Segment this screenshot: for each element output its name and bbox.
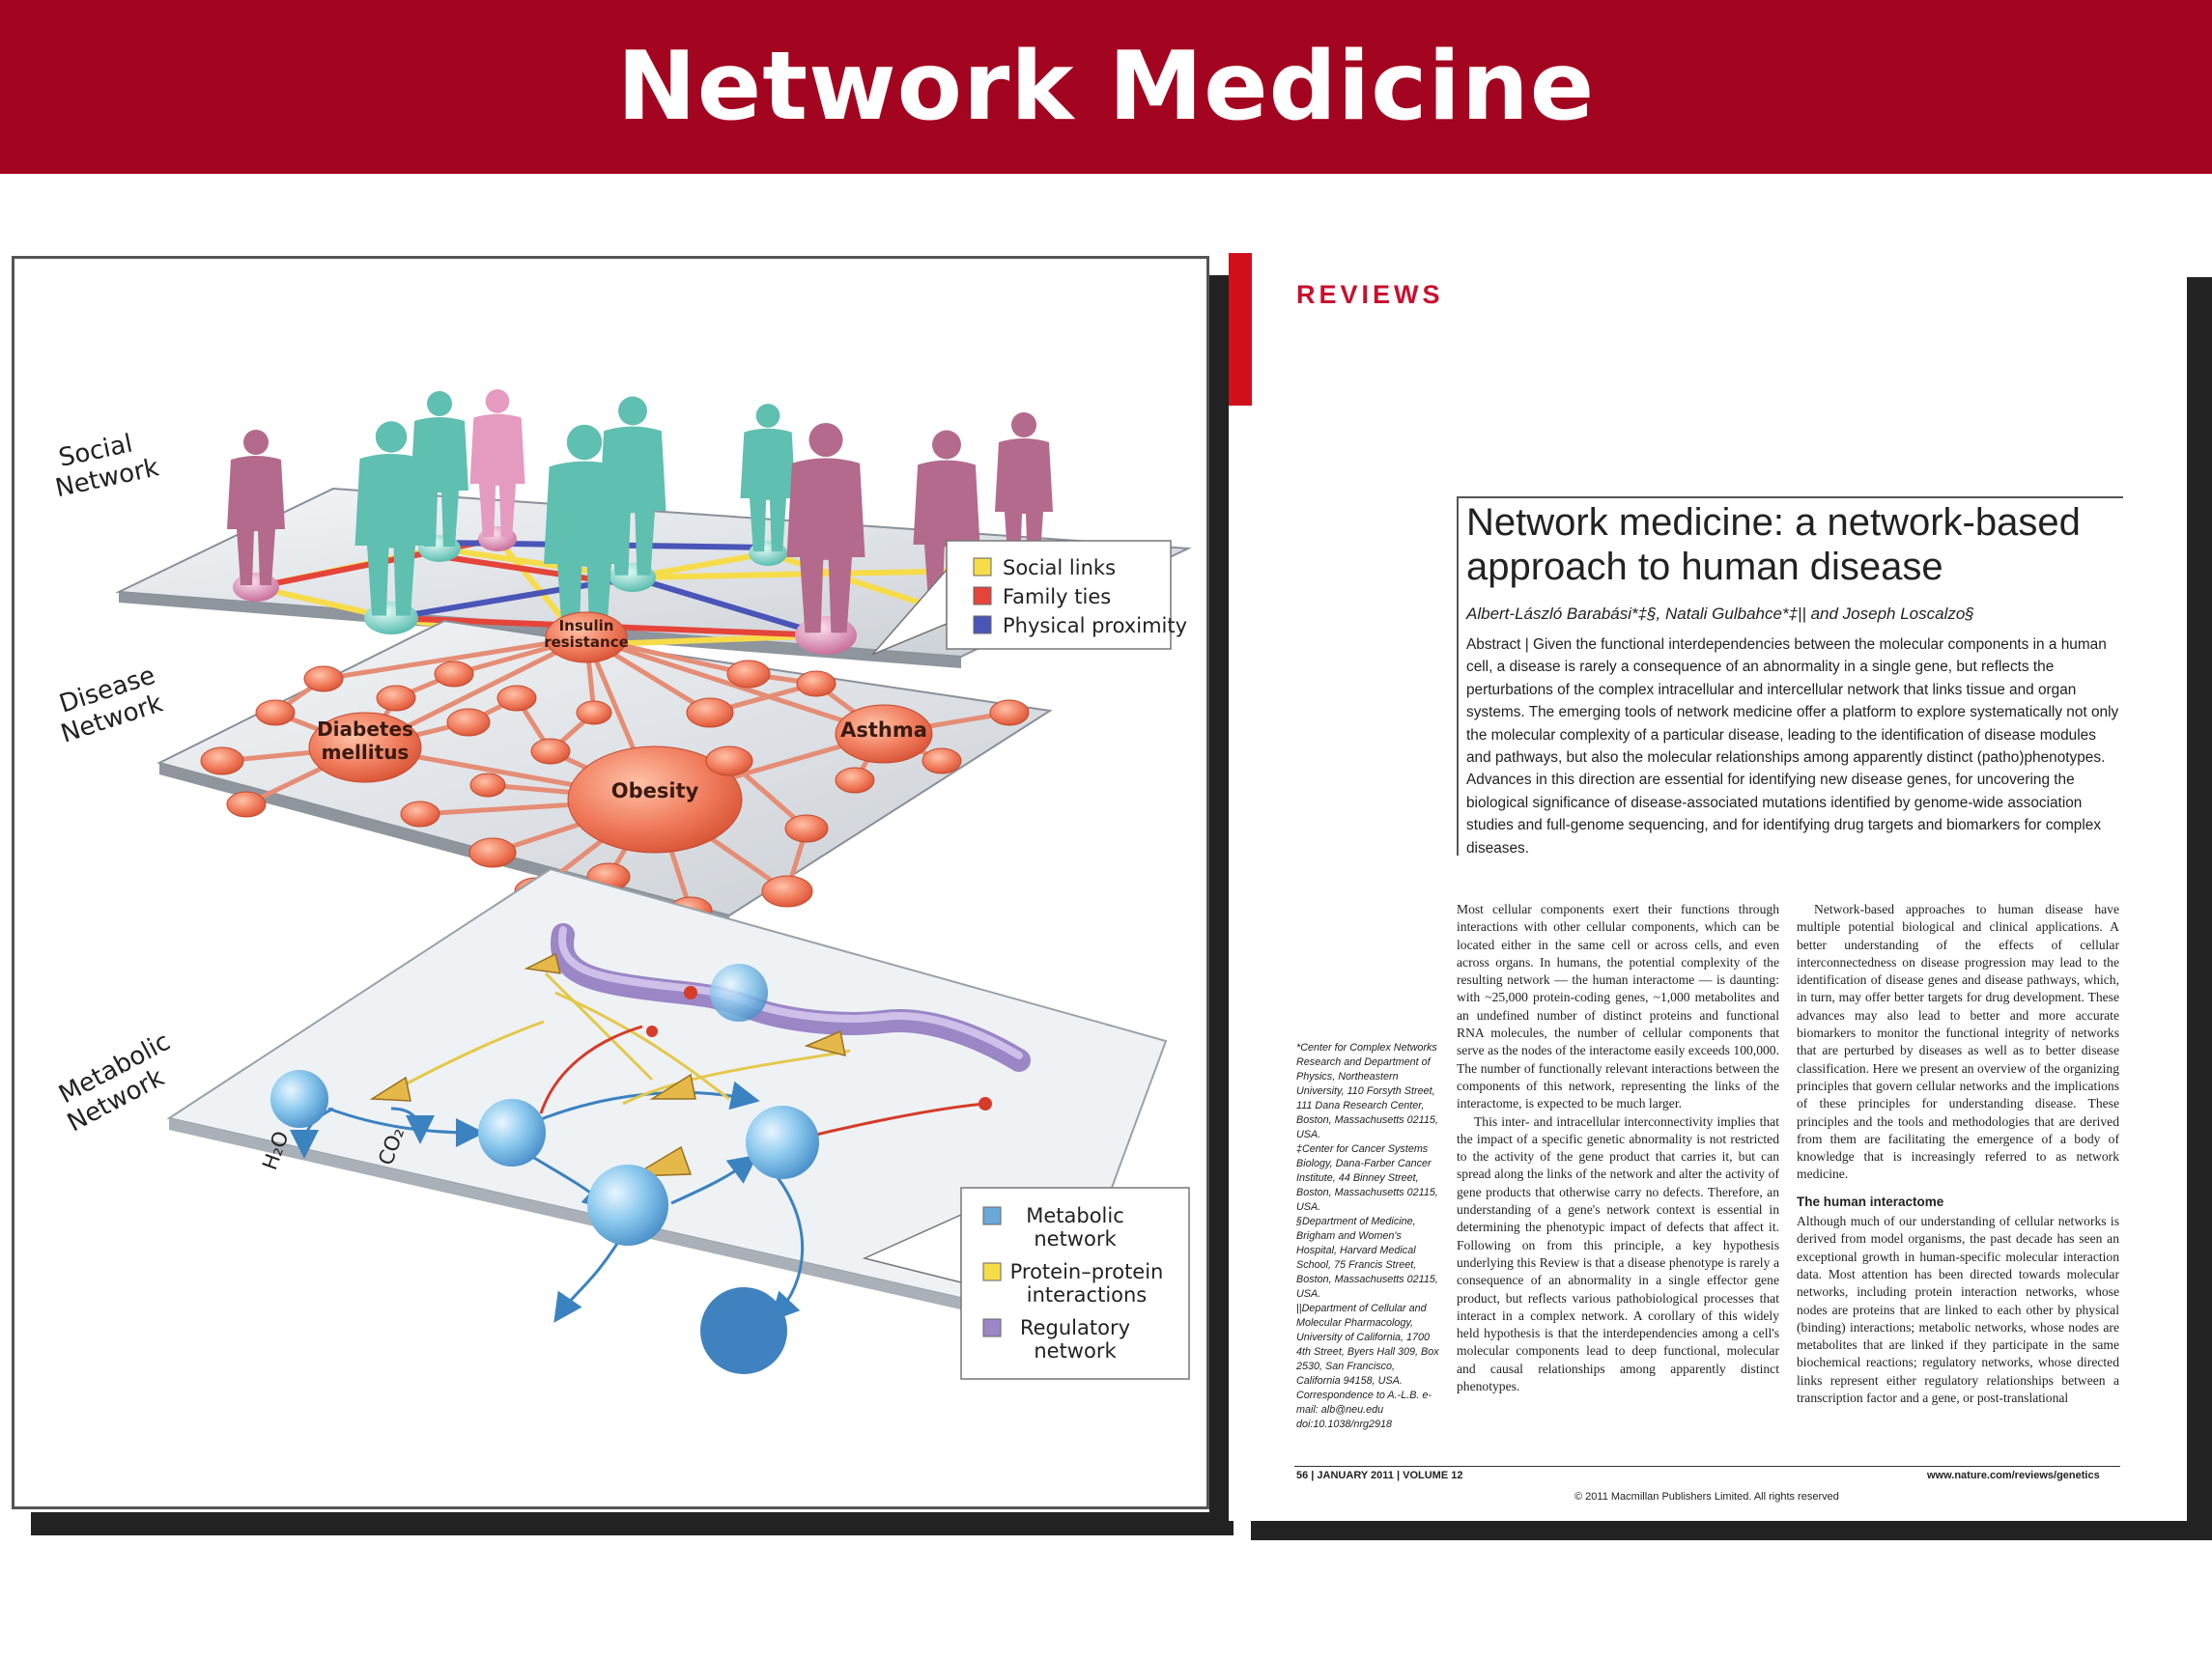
legend-swatch-proximity — [973, 615, 992, 634]
disease-node — [835, 704, 933, 764]
protein-interactions — [369, 952, 846, 1177]
person-icon — [227, 430, 285, 585]
social-legend: Social links Family ties Physical proxim… — [871, 540, 1187, 656]
disease-node — [530, 738, 571, 765]
disease-node — [446, 708, 491, 737]
disease-node — [434, 661, 474, 688]
disease-labels: Insulin resistance Diabetes mellitus Ast… — [317, 617, 927, 802]
svg-text:Physical proximity: Physical proximity — [1003, 614, 1187, 637]
svg-text:network: network — [1034, 1227, 1117, 1251]
svg-text:mellitus: mellitus — [322, 741, 410, 764]
legend-swatch-metabolic — [982, 1206, 1002, 1225]
section-heading: The human interactome — [1797, 1194, 1944, 1209]
disease-node — [226, 791, 267, 818]
disease-node — [922, 747, 962, 774]
body-column-1: Most cellular components exert their fun… — [1457, 902, 1779, 1394]
disease-node — [835, 767, 875, 794]
title-rule — [1457, 496, 2123, 498]
disease-node — [308, 712, 422, 783]
article-authors: Albert-László Barabási*‡§, Natali Gulbah… — [1466, 605, 1974, 623]
person-icon — [354, 421, 428, 616]
svg-text:Asthma: Asthma — [840, 718, 927, 742]
social-plate-edge — [119, 592, 961, 668]
disease-link — [323, 634, 587, 682]
legend-swatch-social — [973, 557, 992, 576]
disease-node — [796, 670, 837, 697]
paper-shadow-side — [2187, 277, 2212, 1540]
disease-network-label: Disease Network — [56, 661, 166, 749]
people — [227, 389, 1053, 643]
disease-node — [576, 700, 612, 725]
page-footer-issue: 56 | JANUARY 2011 | VOLUME 12 — [1296, 1470, 1463, 1481]
affiliations: *Center for Complex Networks Research an… — [1296, 1042, 1439, 1430]
paper-page — [1229, 253, 2187, 1521]
disease-node — [303, 665, 344, 692]
social-network-label: Social Network — [53, 429, 161, 503]
disease-node — [200, 746, 244, 775]
person-icon — [995, 412, 1053, 568]
disease-node — [726, 660, 771, 689]
disease-link — [585, 634, 885, 737]
network-figure: Social Network Social links Family ties … — [12, 256, 1209, 1509]
disease-node — [496, 685, 537, 712]
svg-text:Social links: Social links — [1003, 556, 1116, 579]
body-column-2: Network-based approaches to human diseas… — [1797, 902, 2119, 1406]
disease-node — [469, 773, 506, 798]
paper-shadow — [1251, 1521, 2193, 1540]
person-icon — [740, 404, 796, 552]
disease-node — [989, 699, 1030, 726]
svg-text:Metabolic: Metabolic — [1026, 1204, 1124, 1227]
disease-nodes — [200, 611, 1030, 925]
svg-text:Protein–protein: Protein–protein — [1010, 1260, 1164, 1283]
title-banner — [0, 0, 2212, 174]
disease-node — [545, 611, 628, 663]
svg-text:interactions: interactions — [1027, 1283, 1148, 1307]
disease-node — [376, 685, 416, 712]
metabolites — [270, 964, 992, 1374]
slide-title: Network Medicine — [616, 32, 1596, 142]
disease-node — [400, 801, 440, 828]
svg-text:Family ties: Family ties — [1003, 585, 1111, 608]
abstract-rule — [1457, 496, 1459, 856]
legend-swatch-family — [973, 586, 992, 605]
disease-node — [567, 745, 743, 854]
legend-swatch-ppi — [982, 1262, 1002, 1281]
metabolic-legend: Metabolic network Protein–protein intera… — [862, 1187, 1190, 1380]
person-icon — [599, 396, 666, 576]
svg-text:Diabetes: Diabetes — [317, 717, 413, 741]
person-icon — [469, 389, 525, 538]
svg-text:Insulin: Insulin — [559, 617, 614, 634]
footer-rule — [1294, 1466, 2120, 1467]
section-marker — [1229, 253, 1252, 406]
svg-text:Obesity: Obesity — [611, 779, 699, 802]
disease-node — [255, 699, 296, 726]
section-label: REVIEWS — [1296, 280, 1444, 309]
disease-node — [468, 837, 517, 868]
page-footer-url: www.nature.com/reviews/genetics — [1927, 1470, 2100, 1481]
disease-node — [784, 814, 829, 843]
person-icon — [786, 422, 865, 633]
svg-text:resistance: resistance — [544, 633, 629, 651]
svg-text:Regulatory: Regulatory — [1020, 1316, 1130, 1339]
metabolic-network-label: Metabolic Network — [54, 1027, 175, 1139]
disease-node — [705, 745, 753, 776]
article-abstract: Abstract | Given the functional interdep… — [1466, 636, 2119, 857]
article-title: Network medicine: a network-based approa… — [1466, 501, 2081, 588]
figure-shadow — [31, 1512, 1234, 1535]
legend-swatch-regulatory — [982, 1318, 1002, 1337]
svg-text:network: network — [1034, 1339, 1117, 1363]
disease-node — [686, 697, 734, 728]
disease-node — [761, 875, 813, 908]
network-diagram: Social Network Social links Family ties … — [53, 389, 1192, 1380]
copyright-notice: © 2011 Macmillan Publishers Limited. All… — [1574, 1491, 1839, 1503]
